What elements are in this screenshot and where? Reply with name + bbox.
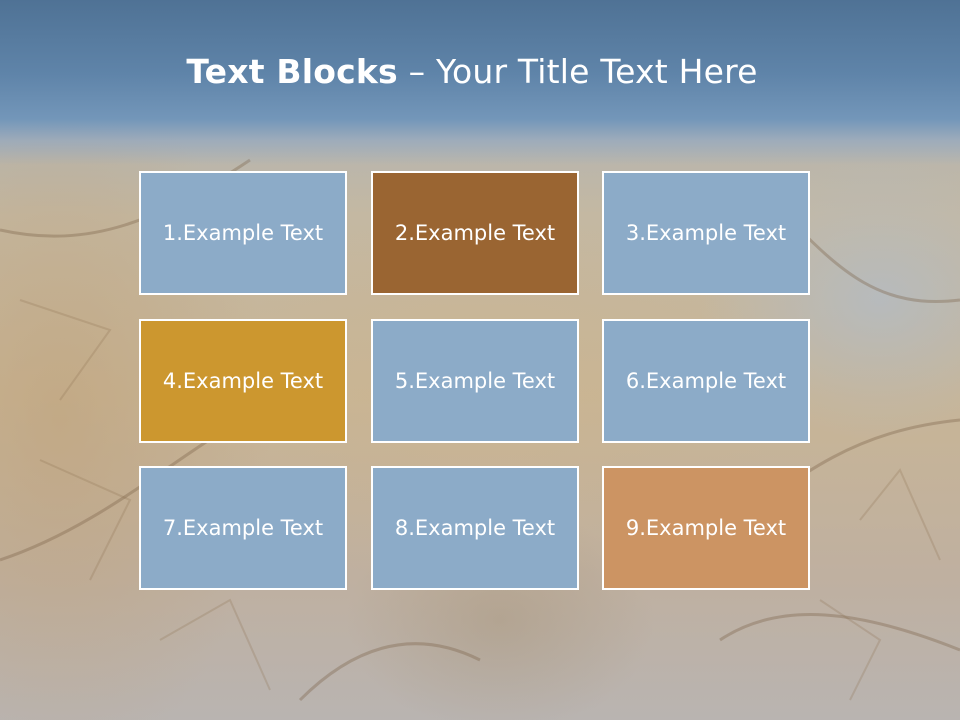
- text-block-4[interactable]: 4.Example Text: [139, 319, 347, 443]
- text-block-label: 7.Example Text: [162, 516, 324, 540]
- text-block-label: 9.Example Text: [625, 516, 787, 540]
- slide-title: Text Blocks – Your Title Text Here: [0, 52, 944, 91]
- text-block-label: 6.Example Text: [625, 369, 787, 393]
- text-block-label: 2.Example Text: [394, 221, 556, 245]
- text-block-7[interactable]: 7.Example Text: [139, 466, 347, 590]
- text-block-label: 8.Example Text: [394, 516, 556, 540]
- title-band: [0, 0, 960, 165]
- text-block-label: 1.Example Text: [162, 221, 324, 245]
- text-block-1[interactable]: 1.Example Text: [139, 171, 347, 295]
- text-block-label: 4.Example Text: [162, 369, 324, 393]
- text-block-5[interactable]: 5.Example Text: [371, 319, 579, 443]
- text-block-label: 5.Example Text: [394, 369, 556, 393]
- text-block-label: 3.Example Text: [625, 221, 787, 245]
- text-block-3[interactable]: 3.Example Text: [602, 171, 810, 295]
- title-rest: Your Title Text Here: [435, 52, 758, 91]
- text-block-2[interactable]: 2.Example Text: [371, 171, 579, 295]
- text-block-9[interactable]: 9.Example Text: [602, 466, 810, 590]
- title-bold-part: Text Blocks: [186, 52, 398, 91]
- text-block-8[interactable]: 8.Example Text: [371, 466, 579, 590]
- title-dash: –: [397, 52, 436, 91]
- text-block-6[interactable]: 6.Example Text: [602, 319, 810, 443]
